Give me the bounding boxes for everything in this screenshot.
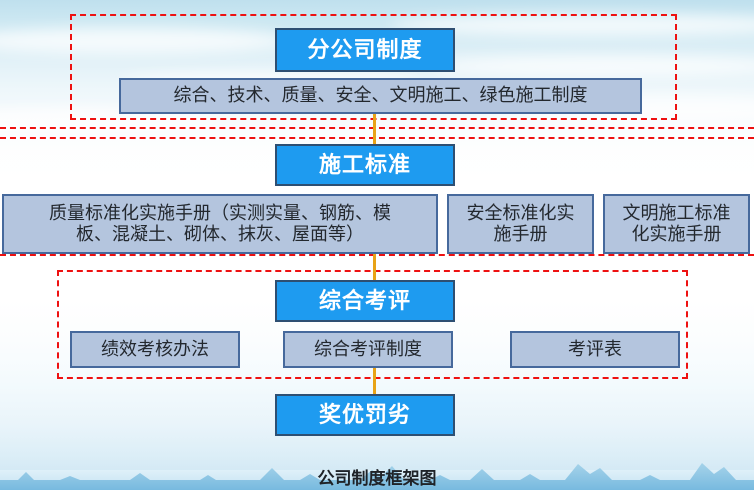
node-header-comprehensive-review[interactable]: 综合考评 bbox=[275, 280, 455, 322]
node-item-review-system[interactable]: 综合考评制度 bbox=[283, 331, 453, 368]
node-header-reward-penalty[interactable]: 奖优罚劣 bbox=[275, 394, 455, 436]
connector-standard-to-review bbox=[373, 244, 376, 284]
node-item-civilized-construction-manual[interactable]: 文明施工标准 化实施手册 bbox=[603, 194, 750, 254]
node-item-review-form[interactable]: 考评表 bbox=[510, 331, 680, 368]
cloud-wisp-2 bbox=[390, 14, 754, 36]
ice-mountains-silhouette bbox=[0, 463, 754, 490]
group-frame-comprehensive-review bbox=[57, 270, 688, 379]
node-header-branch-system[interactable]: 分公司制度 bbox=[275, 28, 455, 72]
cloud-wisp-3 bbox=[430, 56, 754, 76]
node-item-quality-manual[interactable]: 质量标准化实施手册（实测实量、钢筋、模 板、混凝土、砌体、抹灰、屋面等） bbox=[2, 194, 438, 254]
connector-review-to-reward bbox=[373, 368, 376, 396]
group-divider-standard-top bbox=[0, 137, 754, 139]
cloud-wisp-1 bbox=[0, 28, 290, 54]
node-item-safety-manual[interactable]: 安全标准化实 施手册 bbox=[447, 194, 594, 254]
diagram-caption: 公司制度框架图 bbox=[317, 469, 437, 488]
group-divider-standard-bottom bbox=[0, 254, 754, 256]
node-item-branch-policies[interactable]: 综合、技术、质量、安全、文明施工、绿色施工制度 bbox=[119, 78, 642, 114]
node-item-performance-method[interactable]: 绩效考核办法 bbox=[70, 331, 240, 368]
group-divider-top bbox=[0, 127, 754, 129]
connector-branch-to-standard bbox=[373, 110, 376, 146]
node-header-construction-standard[interactable]: 施工标准 bbox=[275, 144, 455, 186]
